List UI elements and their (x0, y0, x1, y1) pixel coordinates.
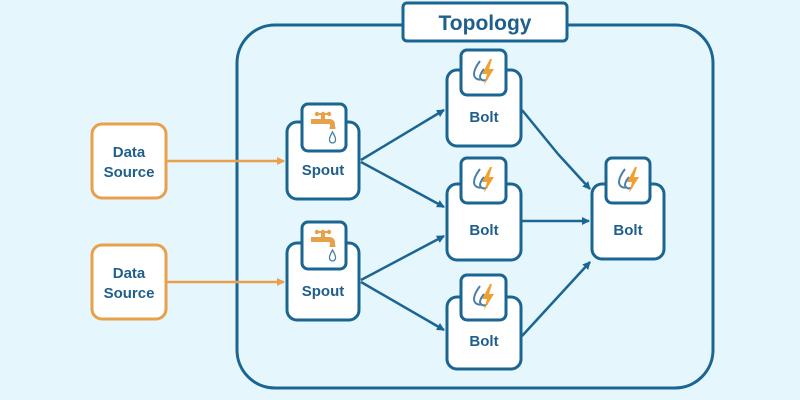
edge-spout1-bolt1 (360, 108, 445, 162)
bolt-node-2: Bolt (445, 156, 523, 262)
edge-spout1-bolt2 (360, 160, 445, 209)
data-source-label-line1: Data (113, 144, 146, 161)
bolt-node-1: Bolt (445, 48, 523, 148)
topology-title-box: Topology (401, 1, 569, 43)
data-source-2: Data Source (90, 243, 168, 321)
edge-spout2-bolt3 (360, 280, 445, 332)
data-source-label-line2: Source (104, 164, 155, 181)
edge-bolt1-bolt4-b (557, 153, 591, 190)
bolt-label: Bolt (469, 109, 498, 126)
spout-node-1: Spout (285, 102, 361, 201)
spout-label: Spout (302, 283, 345, 300)
bolt-label: Bolt (469, 333, 498, 350)
topology-title: Topology (439, 12, 532, 35)
edge-spout2-bolt2 (360, 234, 445, 282)
bolt-node-4: Bolt (590, 156, 666, 261)
spout-label: Spout (302, 162, 345, 179)
bolt-node-3: Bolt (445, 273, 523, 371)
data-source-1: Data Source (90, 122, 168, 200)
data-source-label-line1: Data (113, 265, 146, 282)
bolt-label: Bolt (613, 222, 642, 239)
spout-node-2: Spout (285, 220, 361, 322)
bolt-label: Bolt (469, 222, 498, 239)
data-source-label-line2: Source (104, 285, 155, 302)
edge-bolt1-bolt4 (521, 109, 559, 155)
edge-bolt3-bolt4 (521, 261, 591, 337)
